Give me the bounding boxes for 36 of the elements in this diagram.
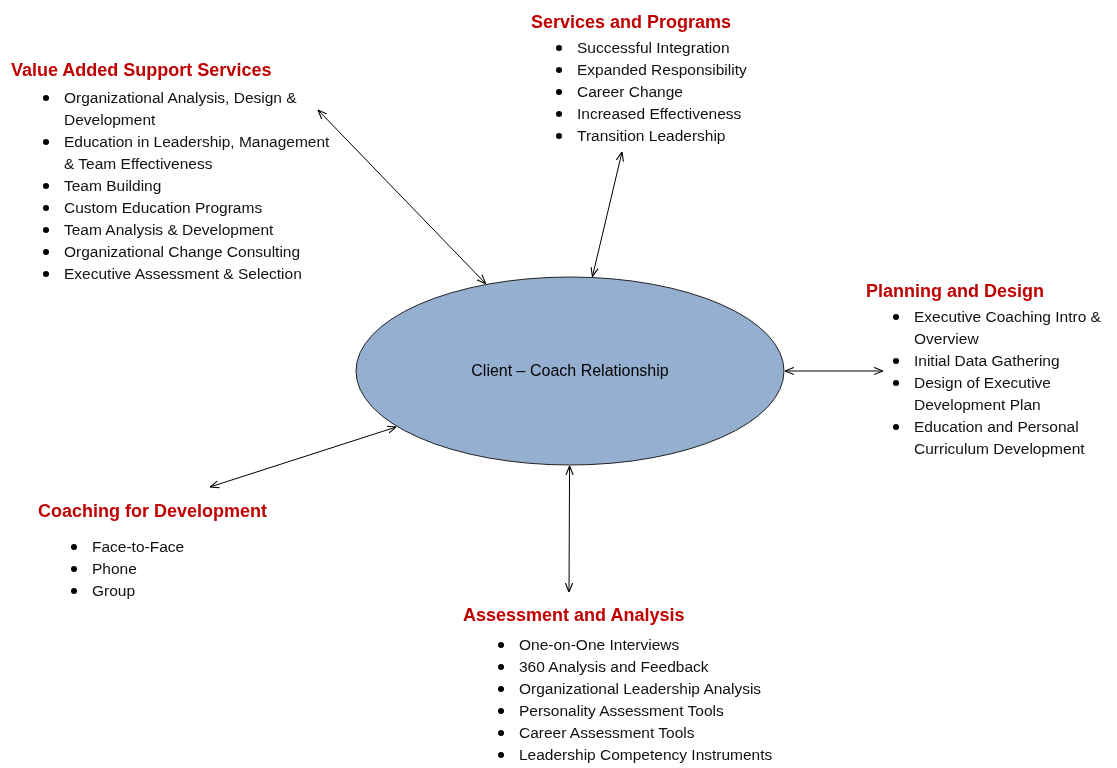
bullet-item: Education in Leadership, Management & Team Effectiveness xyxy=(40,131,341,175)
bullet-item: Custom Education Programs xyxy=(40,197,341,219)
bullet-item: Design of Executive Development Plan xyxy=(890,372,1117,416)
bullet-item: Team Analysis & Development xyxy=(40,219,341,241)
bullet-item: Group xyxy=(68,580,298,602)
bullet-item: One-on-One Interviews xyxy=(495,634,813,656)
bullet-item: 360 Analysis and Feedback xyxy=(495,656,813,678)
bullet-item: Education and Personal Curriculum Development xyxy=(890,416,1117,460)
double-arrow xyxy=(317,109,487,285)
bullet-item: Personality Assessment Tools xyxy=(495,700,813,722)
bullet-item: Initial Data Gathering xyxy=(890,350,1117,372)
bullet-item: Leadership Competency Instruments xyxy=(495,744,813,766)
bullet-item: Expanded Responsibility xyxy=(553,59,771,81)
bullet-item: Team Building xyxy=(40,175,341,197)
node-label: Client – Coach Relationship xyxy=(470,362,670,380)
bullet-item: Organizational Leadership Analysis xyxy=(495,678,813,700)
bullet-item: Successful Integration xyxy=(553,37,771,59)
double-arrow xyxy=(590,151,624,278)
bullet-item: Increased Effectiveness xyxy=(553,103,771,125)
heading: Services and Programs xyxy=(531,11,732,33)
bullet-item: Executive Coaching Intro & Overview xyxy=(890,306,1117,350)
bullet-item: Career Assessment Tools xyxy=(495,722,813,744)
heading: Value Added Support Services xyxy=(11,59,272,81)
bullet-item: Executive Assessment & Selection xyxy=(40,263,341,285)
bullet-item: Career Change xyxy=(553,81,771,103)
heading: Coaching for Development xyxy=(38,500,268,522)
double-arrow xyxy=(564,465,574,593)
bullet-item: Transition Leadership xyxy=(553,125,771,147)
bullet-item: Organizational Analysis, Design & Development xyxy=(40,87,341,131)
bullet-item: Face-to-Face xyxy=(68,536,298,558)
heading: Assessment and Analysis xyxy=(463,604,685,626)
double-arrow xyxy=(209,425,397,489)
bullet-item: Organizational Change Consulting xyxy=(40,241,341,263)
double-arrow xyxy=(784,366,884,376)
bullet-item: Phone xyxy=(68,558,298,580)
heading: Planning and Design xyxy=(866,280,1044,302)
